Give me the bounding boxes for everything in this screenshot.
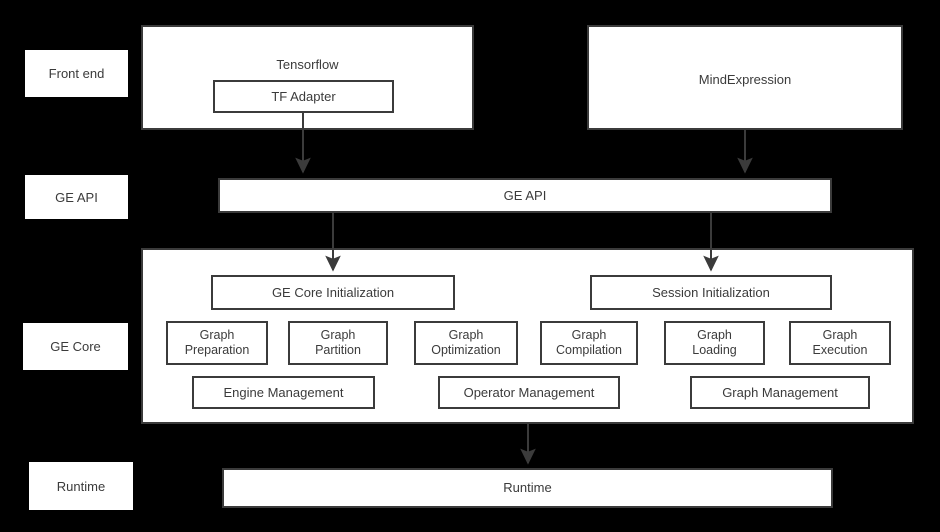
stage-label-ge-core-text: GE Core <box>50 339 101 354</box>
stage-label-front-end: Front end <box>25 50 128 97</box>
stage-label-runtime: Runtime <box>29 462 133 510</box>
operator-management-box[interactable]: Operator Management <box>438 376 620 409</box>
graph-loading-label: Graph Loading <box>692 328 737 357</box>
engine-management-label: Engine Management <box>223 384 344 400</box>
tf-adapter-box[interactable]: TF Adapter <box>213 80 394 113</box>
tf-adapter-label: TF Adapter <box>271 88 336 104</box>
operator-management-label: Operator Management <box>463 384 595 400</box>
graph-compilation-box[interactable]: Graph Compilation <box>540 321 638 365</box>
runtime-box[interactable]: Runtime <box>222 468 833 508</box>
stage-label-ge-api-text: GE API <box>55 189 98 205</box>
session-initialization-label: Session Initialization <box>652 284 770 300</box>
stage-label-runtime-text: Runtime <box>56 478 106 494</box>
graph-partition-box[interactable]: Graph Partition <box>288 321 388 365</box>
graph-compilation-label: Graph Compilation <box>555 328 622 357</box>
ge-core-initialization-label: GE Core Initialization <box>271 284 395 300</box>
tensorflow-label: Tensorflow <box>276 57 339 72</box>
ge-api-label: GE API <box>503 187 547 203</box>
stage-label-front-end-text: Front end <box>48 66 105 81</box>
ge-core-initialization-box[interactable]: GE Core Initialization <box>211 275 455 310</box>
graph-execution-label: Graph Execution <box>812 328 868 357</box>
stage-label-ge-api: GE API <box>25 175 128 219</box>
graph-loading-box[interactable]: Graph Loading <box>664 321 765 365</box>
graph-optimization-label: Graph Optimization <box>431 328 501 357</box>
tensorflow-container: Tensorflow <box>141 25 474 130</box>
graph-execution-box[interactable]: Graph Execution <box>789 321 891 365</box>
graph-preparation-box[interactable]: Graph Preparation <box>166 321 268 365</box>
mindexpression-container: MindExpression <box>587 25 903 130</box>
stage-label-ge-core: GE Core <box>23 323 128 370</box>
graph-partition-label: Graph Partition <box>315 328 361 357</box>
graph-optimization-box[interactable]: Graph Optimization <box>414 321 518 365</box>
graph-management-box[interactable]: Graph Management <box>690 376 870 409</box>
ge-api-box[interactable]: GE API <box>218 178 832 213</box>
graph-management-label: Graph Management <box>722 384 838 400</box>
graph-preparation-label: Graph Preparation <box>184 328 250 357</box>
engine-management-box[interactable]: Engine Management <box>192 376 375 409</box>
runtime-label: Runtime <box>503 480 552 496</box>
session-initialization-box[interactable]: Session Initialization <box>590 275 832 310</box>
mindexpression-label: MindExpression <box>698 72 792 87</box>
